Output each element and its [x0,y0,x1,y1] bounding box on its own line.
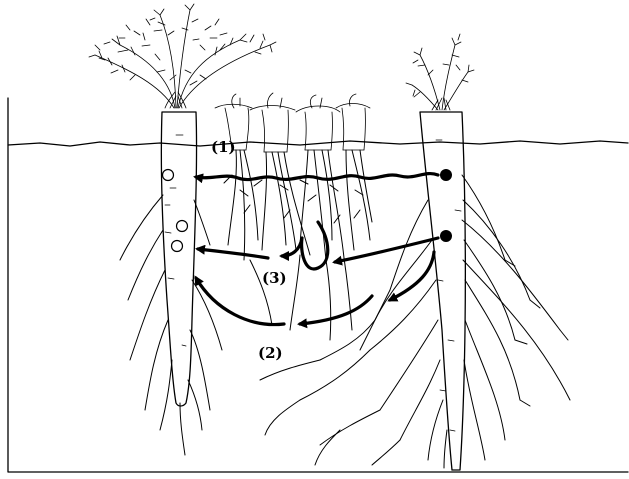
label-pathway-2: (2) [258,344,283,362]
label-pathway-3: (3) [262,269,287,287]
frame [8,98,628,472]
right-carrot-markers [440,169,452,242]
open-marker-middle [177,221,188,232]
right-carrot-root [420,112,465,470]
right-carrot-side-roots [260,175,570,468]
soil-surface-line [8,141,628,146]
left-carrot-foliage [89,4,276,108]
pathway-2-arrow-b [300,296,372,324]
open-marker-lower [172,241,183,252]
left-carrot-markers [163,170,188,252]
filled-marker-lower [440,230,452,242]
right-carrot-foliage [406,34,474,110]
pathway-3-arrow-a [335,238,438,262]
open-marker-upper [163,170,174,181]
pathway-3-arrow-b [282,222,328,269]
right-carrot-crown [432,98,450,110]
filled-marker-upper [440,169,452,181]
left-carrot-side-roots [120,195,222,455]
label-pathway-1: (1) [211,138,236,156]
pathway-2-arrow-a [390,252,434,300]
left-carrot-root [161,112,196,406]
pathway-3-arrow-c [198,249,268,258]
right-carrot-marks [436,140,461,431]
